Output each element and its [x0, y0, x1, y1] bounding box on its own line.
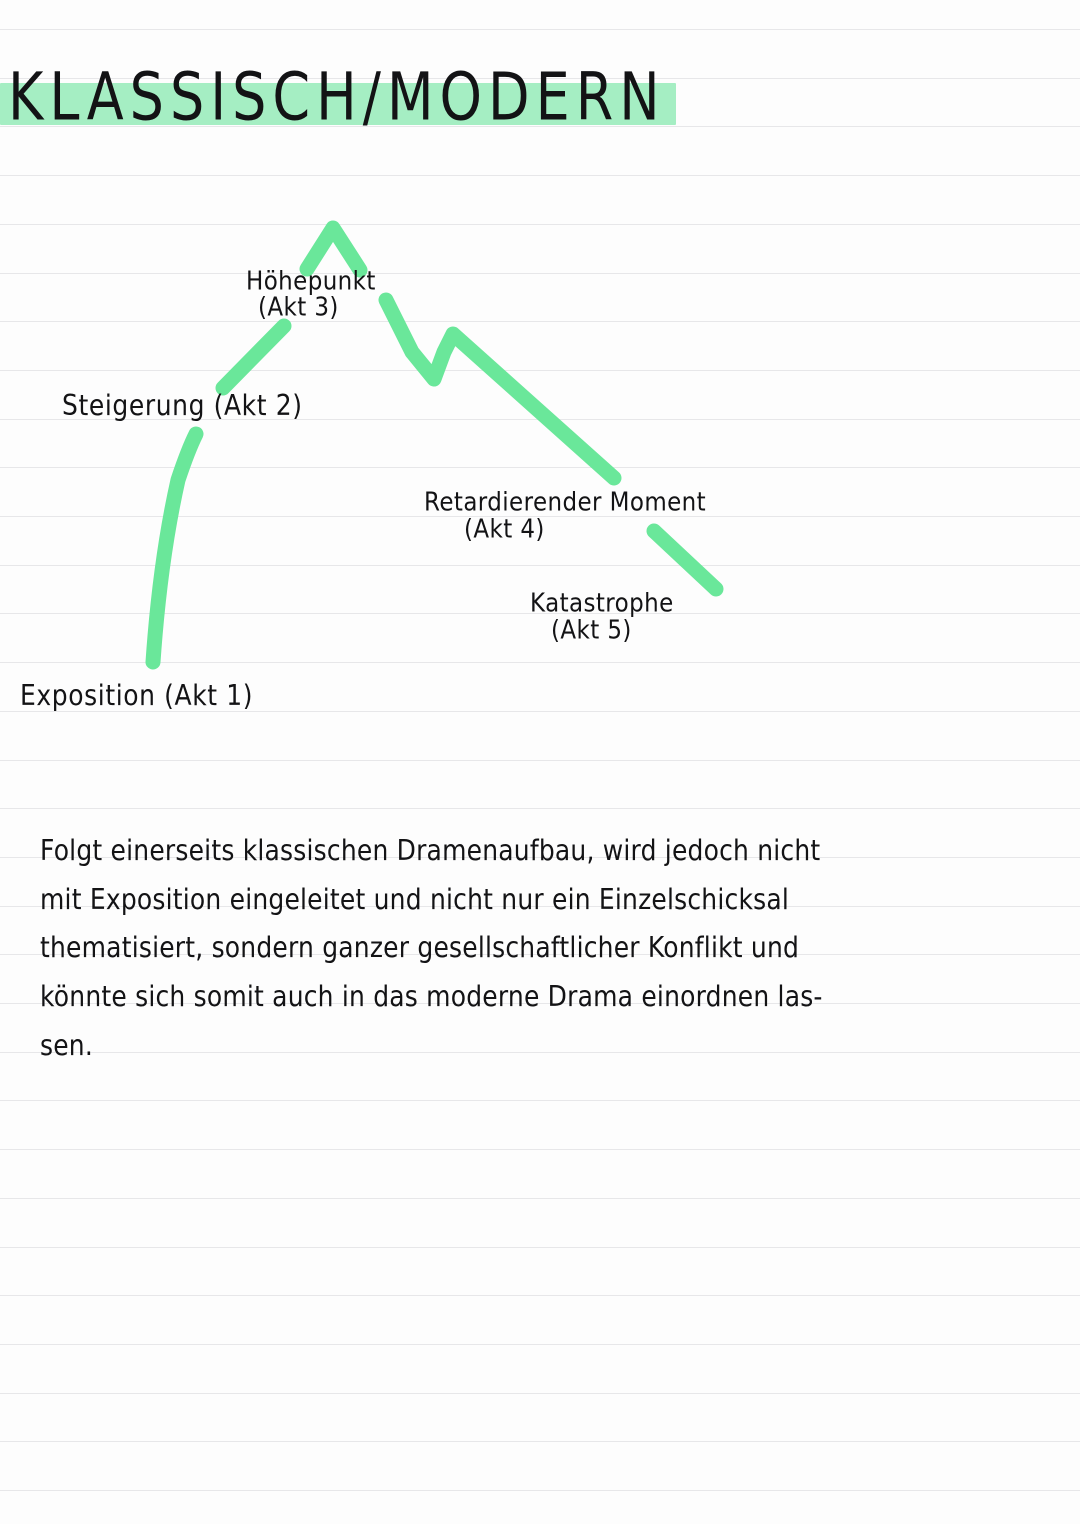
rule-line [0, 1343, 1080, 1345]
body-line-5: sen. [40, 1028, 93, 1062]
rule-line [0, 1100, 1080, 1102]
body-line-2: mit Exposition eingeleitet und nicht nur… [40, 882, 790, 916]
curve-segment-hoehepunkt [299, 220, 368, 278]
body-line-1: Folgt einerseits klassischen Dramenaufba… [40, 833, 821, 868]
curve-segment-katastrophe [646, 523, 724, 597]
label-hoehepunkt-act: (Akt 3) [258, 292, 339, 322]
label-steigerung: Steigerung (Akt 2) [62, 388, 303, 423]
label-katastrophe: Katastrophe [530, 588, 674, 618]
curve-segment-steigerung [215, 318, 292, 396]
freytag-diagram [145, 220, 724, 670]
label-retardierender-moment-act: (Akt 4) [464, 514, 545, 544]
label-hoehepunkt: Höhepunkt [246, 266, 376, 296]
page-title: KLASSISCH/MODERN [8, 58, 666, 136]
rule-line [0, 1392, 1080, 1394]
rule-line [0, 1149, 1080, 1151]
rule-line [0, 808, 1080, 810]
rule-line [0, 1246, 1080, 1248]
rule-line [0, 1295, 1080, 1297]
label-retardierender-moment: Retardierender Moment [424, 487, 707, 517]
body-line-3: thematisiert, sondern ganzer gesellschaf… [40, 931, 800, 965]
rule-line [0, 1441, 1080, 1443]
diagram-svg [145, 220, 724, 670]
rule-line [0, 1197, 1080, 1199]
title-highlighter [0, 83, 676, 125]
body-line-4: könnte sich somit auch in das moderne Dr… [40, 979, 823, 1014]
label-katastrophe-act: (Akt 5) [551, 615, 632, 645]
curve-segment-retardierender-moment [378, 292, 622, 486]
rule-line [0, 1490, 1080, 1491]
tension-curve [145, 220, 724, 670]
body-paragraph: Folgt einerseits klassischen Dramenaufba… [40, 828, 1060, 1071]
curve-segment-exposition [145, 426, 204, 670]
page-title-row: KLASSISCH/MODERN [0, 52, 1080, 142]
label-exposition: Exposition (Akt 1) [20, 678, 254, 713]
